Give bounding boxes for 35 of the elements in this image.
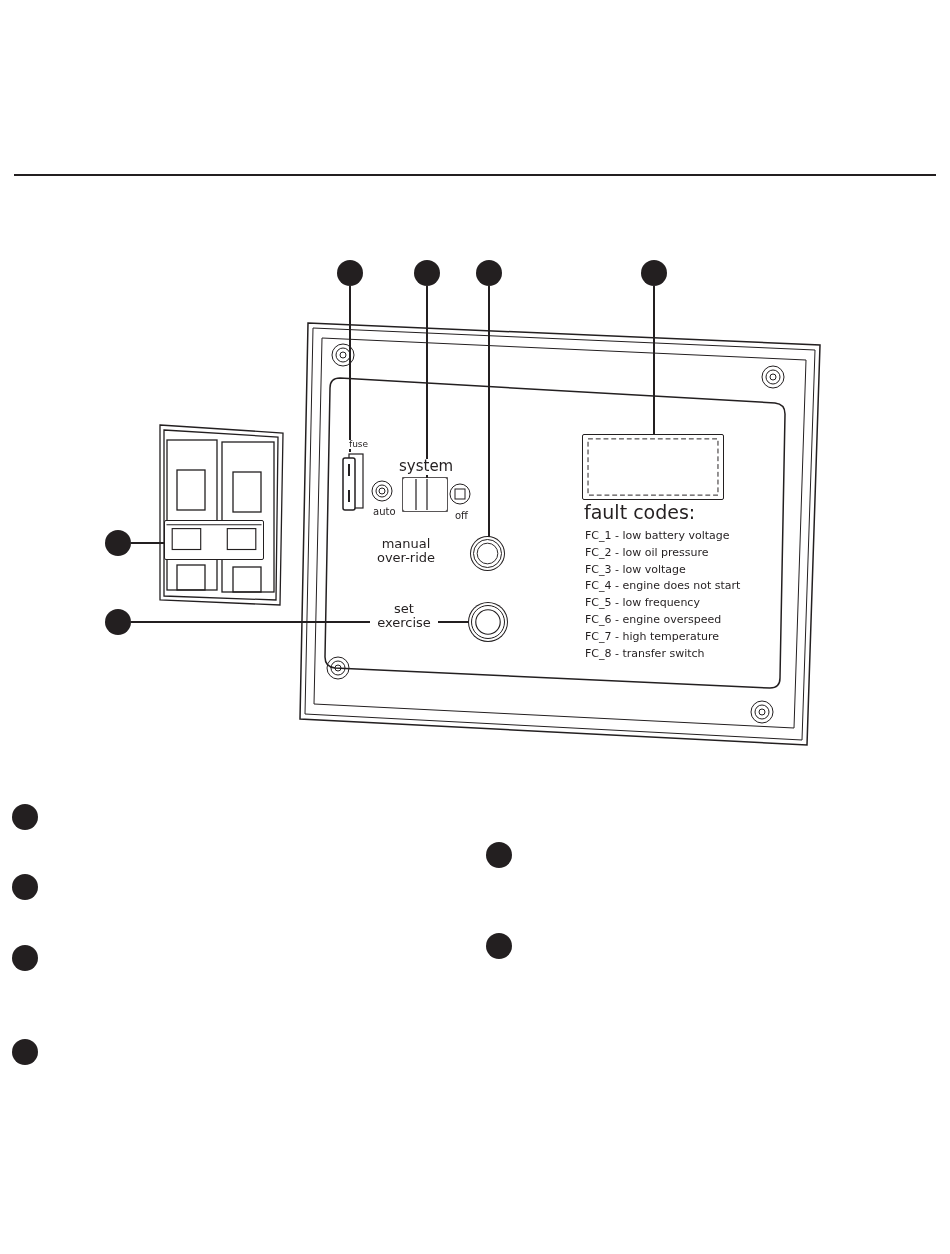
callout-dot bbox=[476, 260, 502, 286]
fault-code-text: FC_6 - engine overspeed bbox=[584, 614, 723, 626]
fault-code-text: FC_7 - high temperature bbox=[584, 630, 721, 643]
system-switch bbox=[403, 478, 447, 511]
panel-label: system bbox=[398, 459, 455, 475]
fault-code-text: FC_2 - low oil pressure bbox=[584, 546, 710, 559]
panel-label: fuse bbox=[348, 440, 370, 450]
callout-dot bbox=[12, 1039, 38, 1065]
fuse-drawing bbox=[340, 452, 366, 512]
callout-dot bbox=[337, 260, 363, 286]
push-button bbox=[473, 539, 502, 568]
display-window bbox=[582, 434, 724, 500]
leader-line bbox=[349, 285, 351, 453]
leader-line bbox=[653, 285, 655, 435]
callout-dot bbox=[105, 609, 131, 635]
breaker-handle bbox=[164, 520, 264, 560]
panel-label: auto bbox=[372, 507, 397, 518]
callout-dot bbox=[641, 260, 667, 286]
callout-dot bbox=[486, 933, 512, 959]
callout-dot bbox=[12, 804, 38, 830]
leader-line bbox=[426, 285, 428, 479]
fault-code-text: FC_4 - engine does not start bbox=[584, 580, 742, 592]
panel-label: set exercise bbox=[370, 602, 438, 630]
panel-label: off bbox=[454, 511, 469, 522]
push-button bbox=[471, 605, 505, 639]
callout-dot bbox=[414, 260, 440, 286]
fault-code-text: FC_1 - low battery voltage bbox=[584, 530, 731, 542]
fault-code-text: FC_5 - low frequency bbox=[584, 597, 701, 609]
leader-line bbox=[130, 542, 165, 544]
callout-dot bbox=[105, 530, 131, 556]
callout-dot bbox=[486, 842, 512, 868]
fault-code-text: FC_8 - transfer switch bbox=[584, 647, 706, 660]
callout-dot bbox=[12, 874, 38, 900]
callout-dot bbox=[12, 945, 38, 971]
fault-code-text: FC_3 - low voltage bbox=[584, 563, 687, 576]
